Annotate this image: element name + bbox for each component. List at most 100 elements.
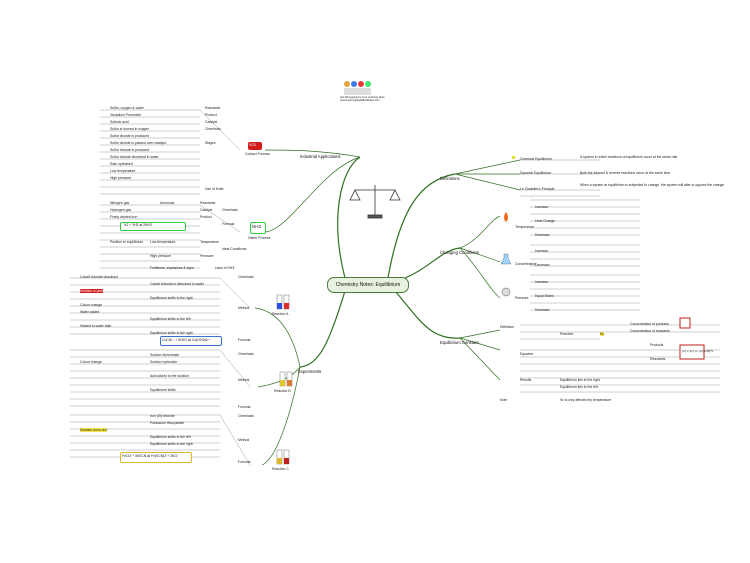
rb-item-2: Formula xyxy=(238,405,251,409)
cc-item-6: Decrease xyxy=(535,263,550,267)
ra-item-7: Colour change xyxy=(80,303,103,307)
reaction-a-equation: CoCl4²⁻ + 6H2O ⇌ Co(H2O)6²⁺ xyxy=(162,338,211,342)
ec-item-10: Equilibrium lies to the right xyxy=(560,378,600,382)
flame-icon xyxy=(504,212,508,222)
ra-item-10: Heated in water bath xyxy=(80,324,112,328)
cc-item-7: Pressure xyxy=(515,296,529,300)
def-item-4: Both the forward & reverse reactions occ… xyxy=(580,171,671,175)
central-topic[interactable]: Chemistry Notes: Equilibrium xyxy=(327,277,409,293)
hp-item-14: High pressure xyxy=(150,254,172,258)
rb-item-0: Chemicals xyxy=(238,352,254,356)
cp-item-4: Sulfur dioxide is produced xyxy=(110,134,150,138)
ra-item-4: Cobalt chloride is dissolved in water xyxy=(150,282,204,286)
cp-item-7: Sulfur trioxide dissolved in water xyxy=(110,155,159,159)
haber-formula-box xyxy=(250,222,266,234)
ra-item-0: Chemicals xyxy=(238,275,254,279)
branch-definitions-label[interactable]: Definitions xyxy=(440,176,460,181)
sub-branches xyxy=(254,149,521,466)
rb-item-3: Colour change xyxy=(80,360,103,364)
cc-item-2: Heat Change xyxy=(535,219,555,223)
def-item-5: When a system at equilibrium is subjecte… xyxy=(580,183,725,187)
ra-item-1: Method xyxy=(238,306,250,310)
cp-item-14: Chemicals xyxy=(205,127,221,131)
branch-constant-label[interactable]: Equilibrium Constant xyxy=(440,340,479,345)
logo-caption: Get Recognised in Your Learning Style ww… xyxy=(340,96,385,102)
hp-item-3: Ammonia xyxy=(160,201,175,205)
hp-item-10: Pressure xyxy=(200,254,214,258)
rc-item-0: Chemicals xyxy=(238,414,254,418)
rb-item-5: Sodium hydroxide xyxy=(150,360,178,364)
ra-item-5: Solution is pink xyxy=(80,289,103,293)
def-item-1: Dynamic Equilibrium xyxy=(520,171,551,175)
hp-item-8: Formula xyxy=(222,222,235,226)
cp-item-9: Low temperature xyxy=(110,169,136,173)
cp-item-6: Sulfur trioxide is produced xyxy=(110,148,150,152)
hp-item-9: Temperature xyxy=(200,240,220,244)
ec-item-11: Equilibrium lies to the left xyxy=(560,385,598,389)
ra-item-2: Formula xyxy=(238,338,251,342)
test-tube-b-icon xyxy=(279,371,293,387)
cc-item-9: Equal Moles xyxy=(535,294,554,298)
ra-item-8: Water added xyxy=(80,310,100,314)
rc-item-4: Potassium thiocyanate xyxy=(150,421,185,425)
branch-definitions xyxy=(387,173,456,279)
kc-formula: [C]^c [D]^d / [A]^a [B]^b xyxy=(682,349,714,353)
cp-item-11: Reactants xyxy=(205,106,221,110)
hp-item-6: Product xyxy=(200,215,212,219)
cc-item-0: Temperature xyxy=(515,225,535,229)
cp-item-16: Use of Knife xyxy=(205,187,224,191)
def-item-3: A system in which reactions of equilibri… xyxy=(580,155,678,159)
ec-item-6: Products xyxy=(650,343,664,347)
cp-item-15: Stages xyxy=(205,141,216,145)
hp-item-11: Ideal Conditions xyxy=(222,247,247,251)
ec-item-7: Reactants xyxy=(650,357,666,361)
ec-item-12: Kc is only affected by temperature xyxy=(560,398,612,402)
ec-item-1: Equation xyxy=(520,352,534,356)
hp-item-0: Nitrogen gas xyxy=(110,201,130,205)
kc-box-small xyxy=(679,317,691,329)
flask-icon xyxy=(500,253,512,265)
ec-item-3: Note xyxy=(500,398,508,402)
rc-item-5: Solution turns red xyxy=(80,428,107,432)
contact-process-title[interactable]: Contact Process xyxy=(245,152,270,156)
haber-formula: NH3 xyxy=(252,224,262,229)
ec-item-4: Reaction xyxy=(560,332,574,336)
branch-industrial xyxy=(337,156,361,279)
ec-item-8: Concentration of products xyxy=(630,322,669,326)
logo-people-icon xyxy=(344,81,371,95)
cp-item-3: Sulfur is burned in oxygen xyxy=(110,127,150,131)
cp-item-8: Rate optimised xyxy=(110,162,133,166)
haber-title[interactable]: Haber Process xyxy=(248,236,271,240)
hp-item-16: Uses of NH3 xyxy=(215,266,235,270)
branch-changing-label[interactable]: Changing Conditions xyxy=(440,250,479,255)
cp-item-10: High pressure xyxy=(110,176,132,180)
reaction-c-title[interactable]: Reaction C xyxy=(272,467,289,471)
hp-item-4: Reactants xyxy=(200,201,216,205)
balance-scale-icon xyxy=(349,185,401,219)
def-item-2: Le Chatelier's Principle xyxy=(520,187,555,191)
cc-item-1: Increase xyxy=(535,205,549,209)
reaction-c-equation-box xyxy=(120,452,192,463)
rb-item-1: Method xyxy=(238,378,250,382)
reaction-a-title[interactable]: Reaction A xyxy=(272,312,289,316)
contact-process-formula-box xyxy=(248,142,262,150)
hp-item-12: Position to equilibrium xyxy=(110,240,144,244)
reaction-b-title[interactable]: Reaction B xyxy=(274,389,291,393)
rb-item-4: Sodium dichromate xyxy=(150,353,180,357)
rc-item-7: Equilibrium shifts to the right xyxy=(150,442,193,446)
cc-item-4: Concentration xyxy=(515,262,537,266)
ec-item-2: Results xyxy=(520,378,532,382)
hp-item-5: Catalyst xyxy=(200,208,213,212)
def-bullet-0 xyxy=(512,156,515,159)
cp-item-1: Vanadium Pentoxide xyxy=(110,113,142,117)
hp-item-13: Low temperature xyxy=(150,240,176,244)
ec-item-9: Concentration of reactants xyxy=(630,329,670,333)
branch-experiments-label[interactable]: Experiments xyxy=(298,369,322,374)
cp-item-12: Product xyxy=(205,113,217,117)
rb-item-6: Acid added to the solution xyxy=(150,374,190,378)
cc-item-3: Decrease xyxy=(535,233,550,237)
ec-item-0: Definition xyxy=(500,325,515,329)
branch-industrial-label[interactable]: Industrial Applications xyxy=(300,154,341,159)
rc-item-2: Formula xyxy=(238,460,251,464)
hp-item-2: Finely divided iron xyxy=(110,215,138,219)
